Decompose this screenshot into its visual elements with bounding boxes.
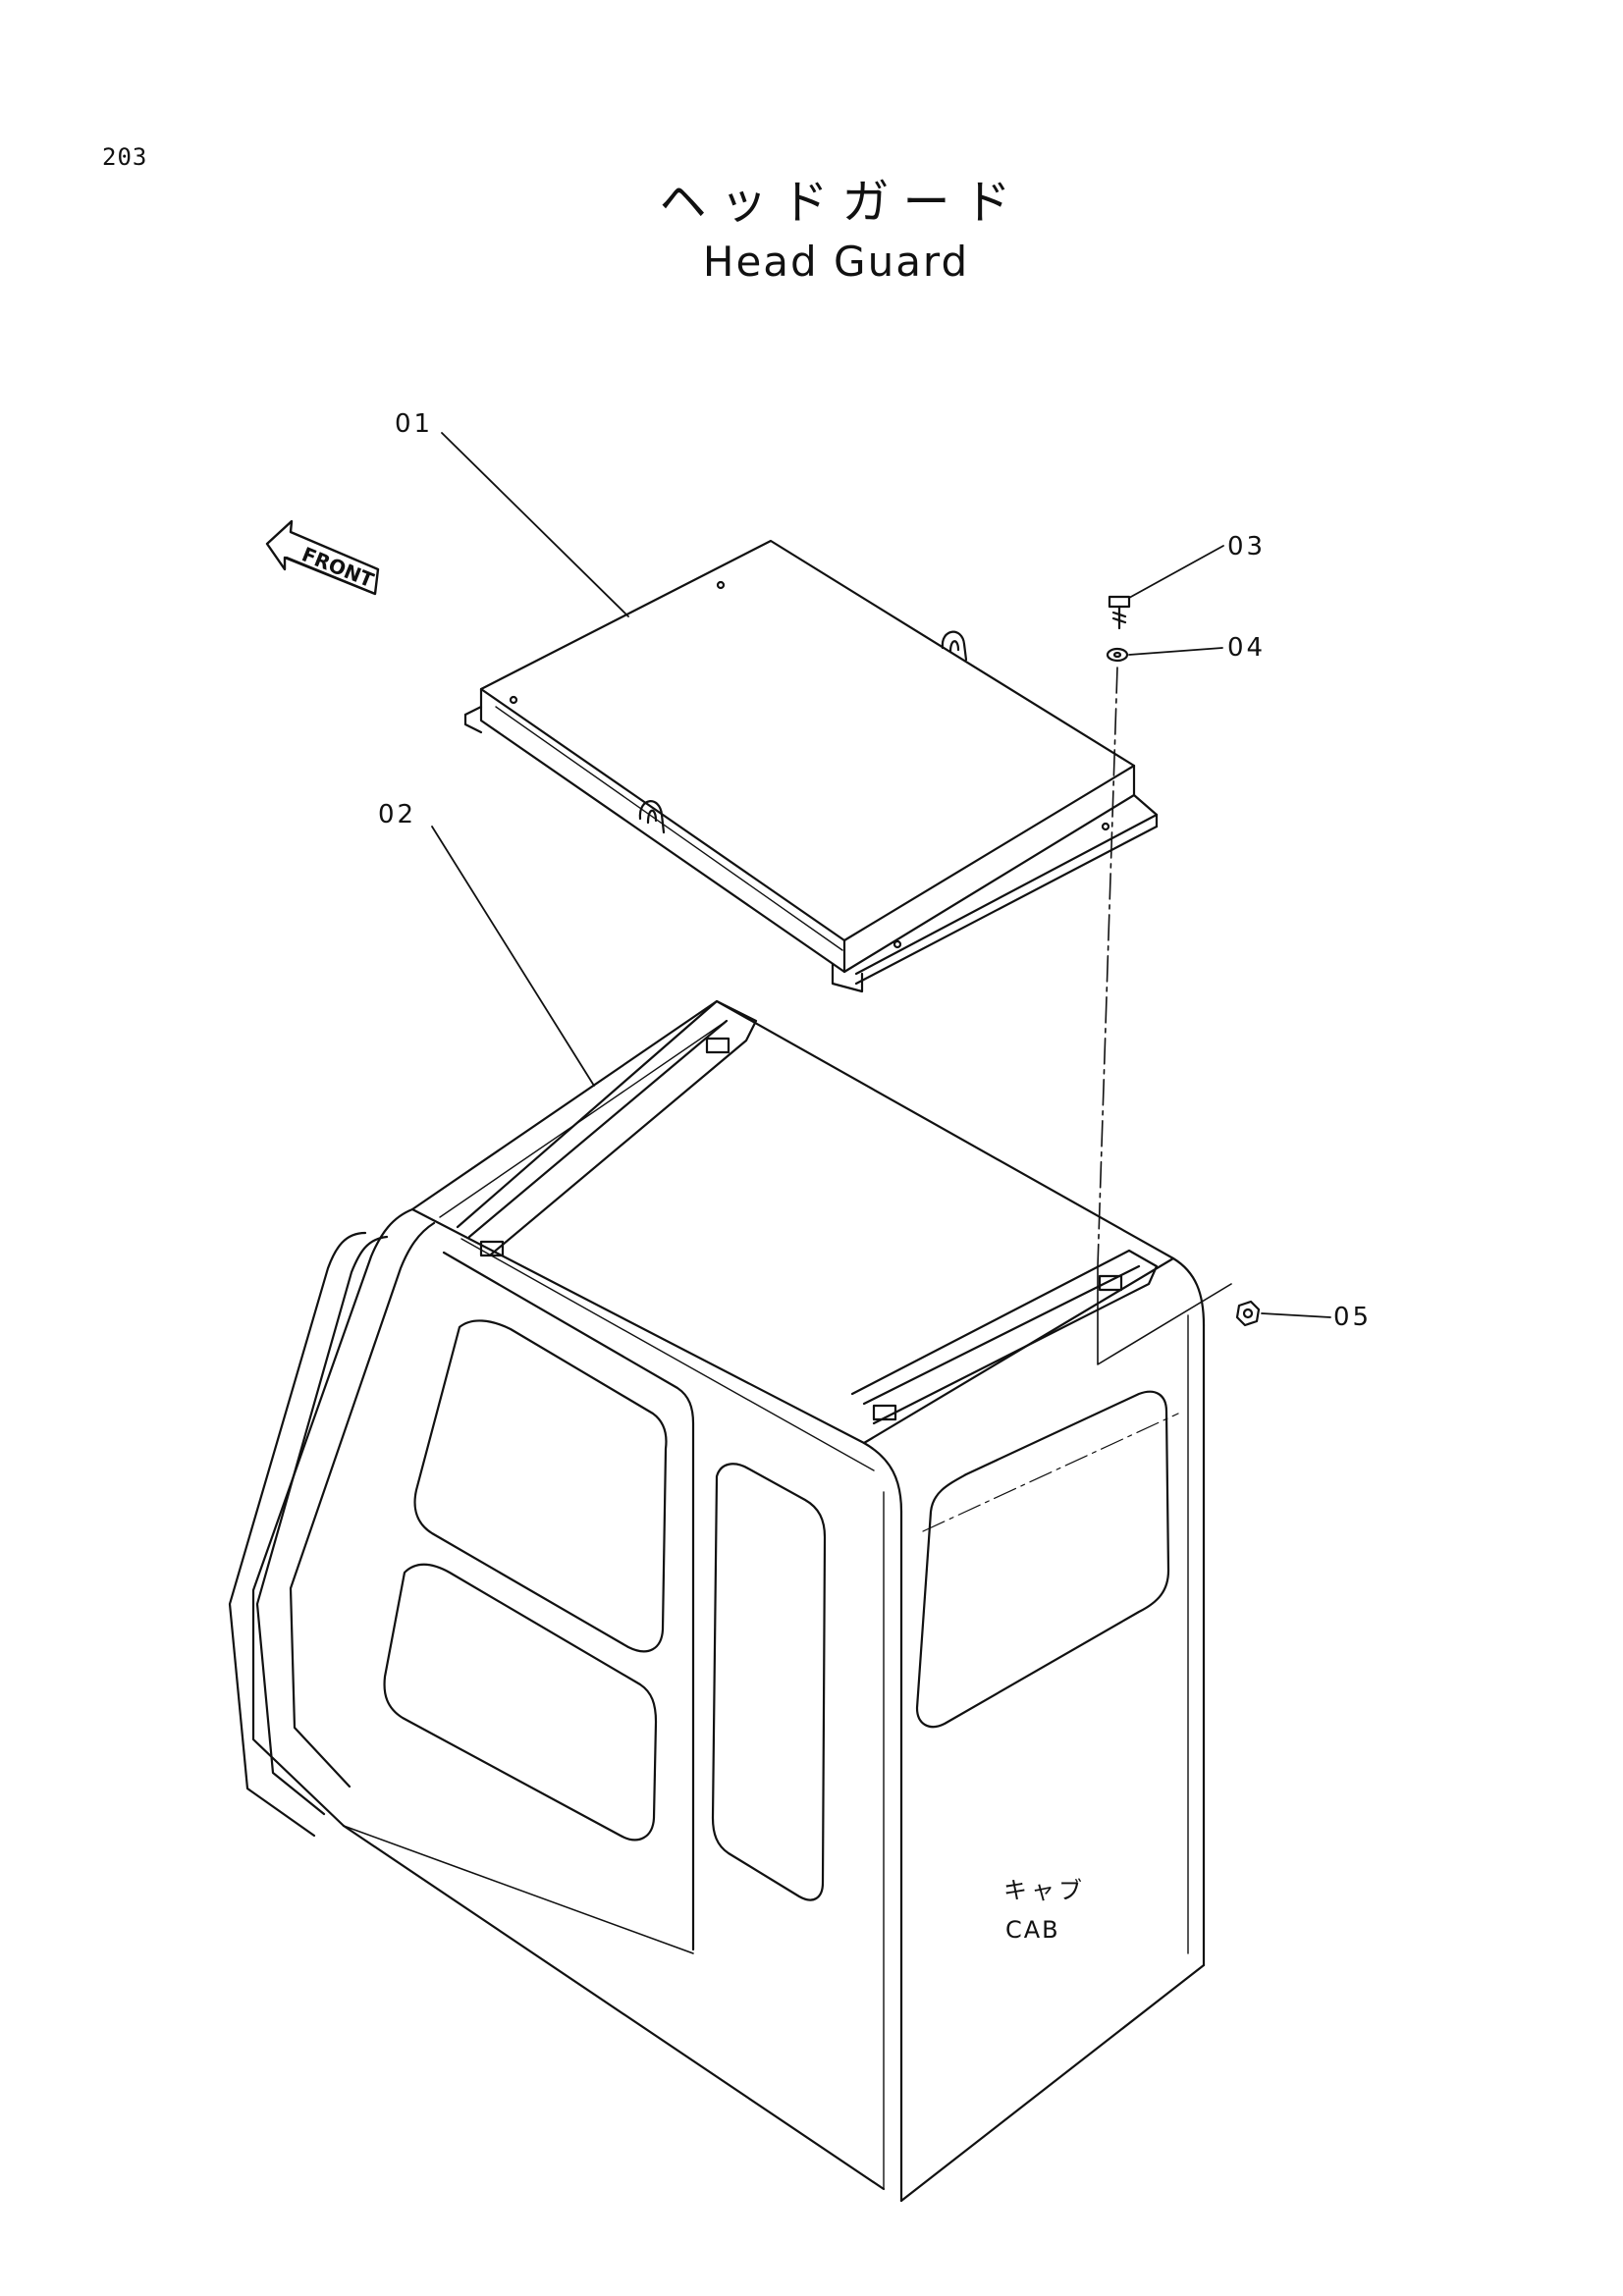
title-english: Head Guard bbox=[702, 238, 970, 286]
page-number: 203 bbox=[102, 143, 148, 171]
title-japanese: ヘッドガード bbox=[659, 175, 1025, 230]
cab-body bbox=[228, 999, 1206, 2203]
title-block: ヘッドガード Head Guard bbox=[0, 173, 1623, 289]
callout-labels: 01 02 03 04 05 bbox=[378, 409, 1372, 1332]
cab-label-japanese: キャブ bbox=[1003, 1877, 1086, 1904]
roof-rails bbox=[456, 999, 1159, 1425]
callout-05: 05 bbox=[1333, 1303, 1372, 1332]
bolt-icon bbox=[1108, 595, 1131, 630]
front-label: FRONT bbox=[298, 542, 377, 592]
assembly-offset-line bbox=[1097, 1265, 1232, 1365]
cab-label: キャブ CAB bbox=[1003, 1877, 1086, 1944]
callout-03: 03 bbox=[1227, 532, 1266, 561]
leader-lines bbox=[431, 432, 1331, 1318]
cab-label-english: CAB bbox=[1005, 1916, 1060, 1944]
callout-02: 02 bbox=[378, 800, 416, 829]
washer-icon bbox=[1106, 647, 1129, 663]
callout-04: 04 bbox=[1227, 633, 1266, 663]
front-arrow-icon: FRONT bbox=[265, 519, 380, 596]
nut-icon bbox=[1235, 1300, 1261, 1327]
head-guard-panel bbox=[463, 539, 1159, 993]
callout-01: 01 bbox=[395, 409, 433, 439]
assembly-center-line bbox=[1097, 667, 1118, 1267]
